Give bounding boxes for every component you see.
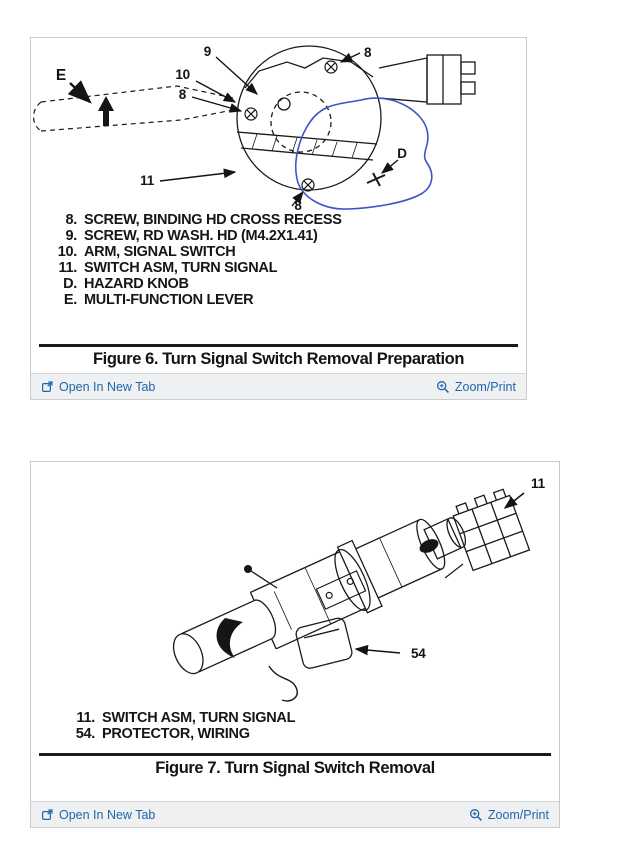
legend-label: SWITCH ASM, TURN SIGNAL xyxy=(102,710,296,726)
zoom-print-link[interactable]: Zoom/Print xyxy=(469,808,549,822)
small-lever xyxy=(244,565,278,589)
annotation-loop xyxy=(294,97,433,210)
legend-label: ARM, SIGNAL SWITCH xyxy=(84,244,236,260)
zoom-print-label: Zoom/Print xyxy=(454,379,516,394)
legend-key: E. xyxy=(63,292,77,308)
figure7-diagram: 11 54 xyxy=(31,462,559,710)
callout-54: 54 xyxy=(411,646,426,661)
callout-e: E xyxy=(56,67,66,84)
caption-rule xyxy=(39,753,551,756)
legend-row: D. HAZARD KNOB xyxy=(39,276,526,292)
callout-8-left: 8 xyxy=(179,87,187,102)
figure7-footer: Open In New Tab Zoom/Print xyxy=(31,801,559,827)
legend-label: SCREW, BINDING HD CROSS RECESS xyxy=(84,212,342,228)
open-in-new-tab-link[interactable]: Open In New Tab xyxy=(41,380,155,394)
column-detail xyxy=(419,539,439,553)
legend-label: HAZARD KNOB xyxy=(84,276,189,292)
callout-11: 11 xyxy=(531,476,546,491)
callout-11: 11 xyxy=(140,173,155,188)
wiring-protector xyxy=(295,617,353,669)
zoom-icon xyxy=(436,380,449,393)
figure6-diagram-svg: 9 8 10 8 E 11 8 D xyxy=(32,44,476,212)
callout-8-top: 8 xyxy=(364,45,372,60)
screw-bottom-icon xyxy=(301,178,315,192)
zoom-print-label: Zoom/Print xyxy=(487,807,549,822)
zoom-icon xyxy=(469,808,482,821)
connector xyxy=(378,54,476,105)
legend-key: D. xyxy=(63,276,77,292)
open-in-new-tab-link[interactable]: Open In New Tab xyxy=(41,808,155,822)
screw-left-icon xyxy=(244,107,258,121)
callout-d: D xyxy=(397,146,407,161)
legend-row: 54. PROTECTOR, WIRING xyxy=(57,726,559,742)
steering-column xyxy=(172,517,467,675)
switch-connector xyxy=(452,488,531,572)
legend-key: 11. xyxy=(58,260,78,276)
figure6-diagram: 9 8 10 8 E 11 8 D xyxy=(31,38,526,212)
legend-row: 11. SWITCH ASM, TURN SIGNAL xyxy=(57,710,559,726)
screw-top-icon xyxy=(324,60,338,74)
legend-row: 9. SCREW, RD WASH. HD (M4.2X1.41) xyxy=(39,228,526,244)
legend-row: 8. SCREW, BINDING HD CROSS RECESS xyxy=(39,212,526,228)
multi-function-lever-dashed xyxy=(32,85,234,132)
caption-rule xyxy=(39,344,518,347)
legend-key: 54. xyxy=(75,726,96,742)
legend-key: 11. xyxy=(76,710,96,726)
callout-arrows xyxy=(354,492,525,656)
figure-panel-7: 11 54 11. SWITCH ASM, TURN SIGNAL 54. PR… xyxy=(30,461,560,828)
switch-housing xyxy=(236,45,382,191)
figure7-caption: Figure 7. Turn Signal Switch Removal xyxy=(155,759,435,777)
legend-row: 10. ARM, SIGNAL SWITCH xyxy=(39,244,526,260)
figure6-footer: Open In New Tab Zoom/Print xyxy=(31,373,526,399)
figure6-caption: Figure 6. Turn Signal Switch Removal Pre… xyxy=(92,350,465,368)
legend-key: 9. xyxy=(65,228,78,244)
figure6-legend: 8. SCREW, BINDING HD CROSS RECESS 9. SCR… xyxy=(31,212,526,308)
legend-label: MULTI-FUNCTION LEVER xyxy=(84,292,254,308)
wiring xyxy=(268,665,298,702)
legend-row: 11. SWITCH ASM, TURN SIGNAL xyxy=(39,260,526,276)
zoom-print-link[interactable]: Zoom/Print xyxy=(436,380,516,394)
callout-10: 10 xyxy=(175,67,190,82)
callout-9: 9 xyxy=(204,44,211,59)
legend-label: PROTECTOR, WIRING xyxy=(102,726,250,742)
open-in-new-tab-icon xyxy=(42,381,53,392)
open-in-new-tab-label: Open In New Tab xyxy=(59,807,156,822)
hazard-knob xyxy=(366,172,386,187)
legend-key: 8. xyxy=(65,212,78,228)
open-in-new-tab-label: Open In New Tab xyxy=(59,379,156,394)
callout-arrows xyxy=(67,52,399,207)
up-arrow-icon xyxy=(98,96,114,126)
callout-8-bottom: 8 xyxy=(294,198,302,212)
lever-handle xyxy=(216,618,243,658)
figure-panel-6: 9 8 10 8 E 11 8 D 8. SCREW, BINDING HD C… xyxy=(30,37,527,400)
open-in-new-tab-icon xyxy=(42,809,53,820)
figure7-diagram-svg: 11 54 xyxy=(172,476,546,702)
legend-label: SCREW, RD WASH. HD (M4.2X1.41) xyxy=(84,228,318,244)
connector-link-line xyxy=(444,563,464,579)
legend-row: E. MULTI-FUNCTION LEVER xyxy=(39,292,526,308)
legend-key: 10. xyxy=(57,244,78,260)
legend-label: SWITCH ASM, TURN SIGNAL xyxy=(84,260,278,276)
mounting-bracket xyxy=(315,570,367,610)
figure7-legend: 11. SWITCH ASM, TURN SIGNAL 54. PROTECTO… xyxy=(31,710,559,742)
